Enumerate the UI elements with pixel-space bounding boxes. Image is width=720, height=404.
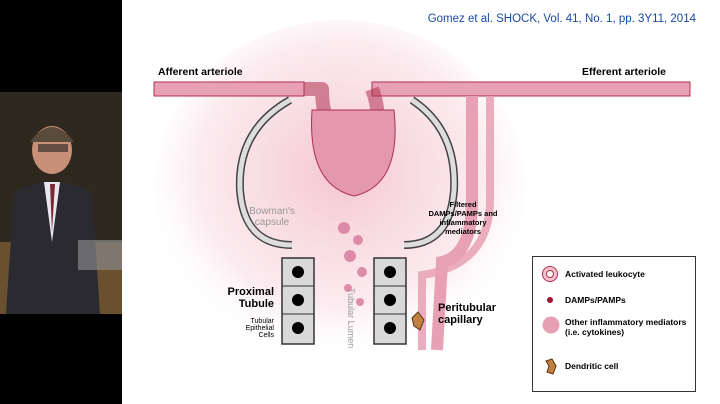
peritubular-capillary-a	[431, 96, 478, 351]
legend-row: DAMPs/PAMPs	[533, 291, 695, 315]
tubular-lumen-label: Tubular Lumen	[346, 288, 356, 349]
dendritic-cell-icon	[545, 358, 557, 375]
citation: Gomez et al. SHOCK, Vol. 41, No. 1, pp. …	[427, 13, 696, 25]
slide: Gomez et al. SHOCK, Vol. 41, No. 1, pp. …	[122, 0, 720, 404]
bowmans-capsule-left-inner	[237, 97, 293, 248]
epithelial-cells-label: Tubular Epithelial Cells	[245, 318, 274, 339]
efferent-arteriole-label: Efferent arteriole	[582, 66, 667, 78]
glomerulus	[311, 109, 396, 197]
filtered-label: Filtered DAMPs/PAMPs and inflammatory me…	[428, 200, 498, 236]
legend-label: Activated leukocyte	[565, 269, 645, 279]
legend-label: Dendritic cell	[565, 361, 619, 371]
tubule-right	[373, 257, 407, 345]
inflammatory-mediator-icon	[542, 316, 560, 334]
dendritic-cell	[411, 311, 425, 331]
filtered-particles	[338, 222, 367, 306]
legend: Activated leukocyte DAMPs/PAMPs Other in…	[532, 256, 696, 392]
kidney-diagram	[153, 20, 691, 360]
bowmans-capsule-label: Bowman's capsule	[249, 206, 295, 228]
legend-row: Dendritic cell	[533, 357, 695, 381]
speaker-figure	[0, 92, 122, 314]
bowmans-capsule-right-inner	[403, 97, 457, 248]
proximal-tubule-label: Proximal Tubule	[227, 286, 274, 310]
legend-label: DAMPs/PAMPs	[565, 295, 626, 305]
peritubular-capillary-label: Peritubular capillary	[438, 302, 497, 326]
afferent-vessel	[153, 81, 305, 97]
legend-row: Activated leukocyte	[533, 265, 695, 289]
tubule-left	[281, 257, 315, 345]
activated-leukocyte-icon	[542, 266, 558, 282]
damp-pamp-icon	[547, 297, 553, 303]
afferent-arteriole-label: Afferent arteriole	[158, 66, 243, 78]
legend-label: Other inflammatory mediators (i.e. cytok…	[565, 317, 687, 337]
speaker-video	[0, 92, 122, 314]
legend-row: Other inflammatory mediators (i.e. cytok…	[533, 315, 695, 351]
peritubular-capillary-b	[418, 96, 494, 350]
efferent-vessel	[371, 81, 691, 97]
